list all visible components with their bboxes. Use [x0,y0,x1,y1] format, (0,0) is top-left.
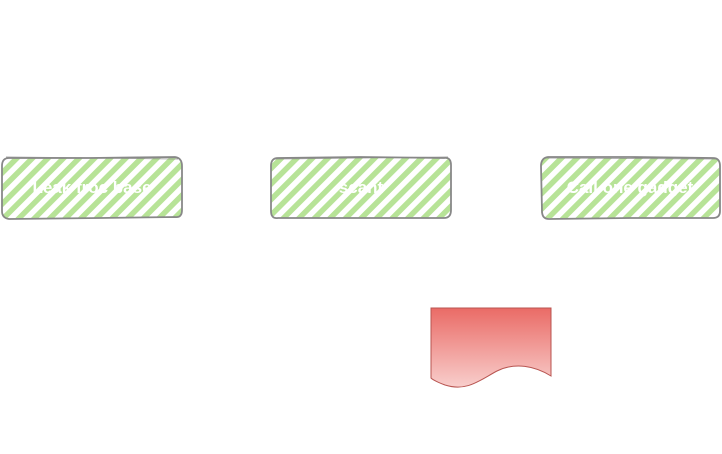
document-shape [430,307,552,388]
process-node-3[interactable]: Call one gadget [540,156,721,220]
process-node-2[interactable]: scant [270,156,452,220]
document-node[interactable] [430,307,552,388]
node-3-sketch-border [540,156,721,220]
node-2-sketch-border [270,156,452,220]
node-3-label: Call one gadget [567,178,694,197]
node-1-hatch-fill [2,158,182,218]
node-2-sketch-stroke [273,156,449,160]
node-3-hatch-fill [541,158,720,218]
node-3-sketch-stroke [544,157,718,160]
node-2-label: scant [339,178,384,197]
process-node-1[interactable]: Leak froc base [1,156,183,220]
node-1-label: Leak froc base [32,178,151,197]
node-1-sketch-border [1,156,183,220]
node-2-hatch-fill [271,158,451,218]
node-1-sketch-stroke [5,156,179,160]
